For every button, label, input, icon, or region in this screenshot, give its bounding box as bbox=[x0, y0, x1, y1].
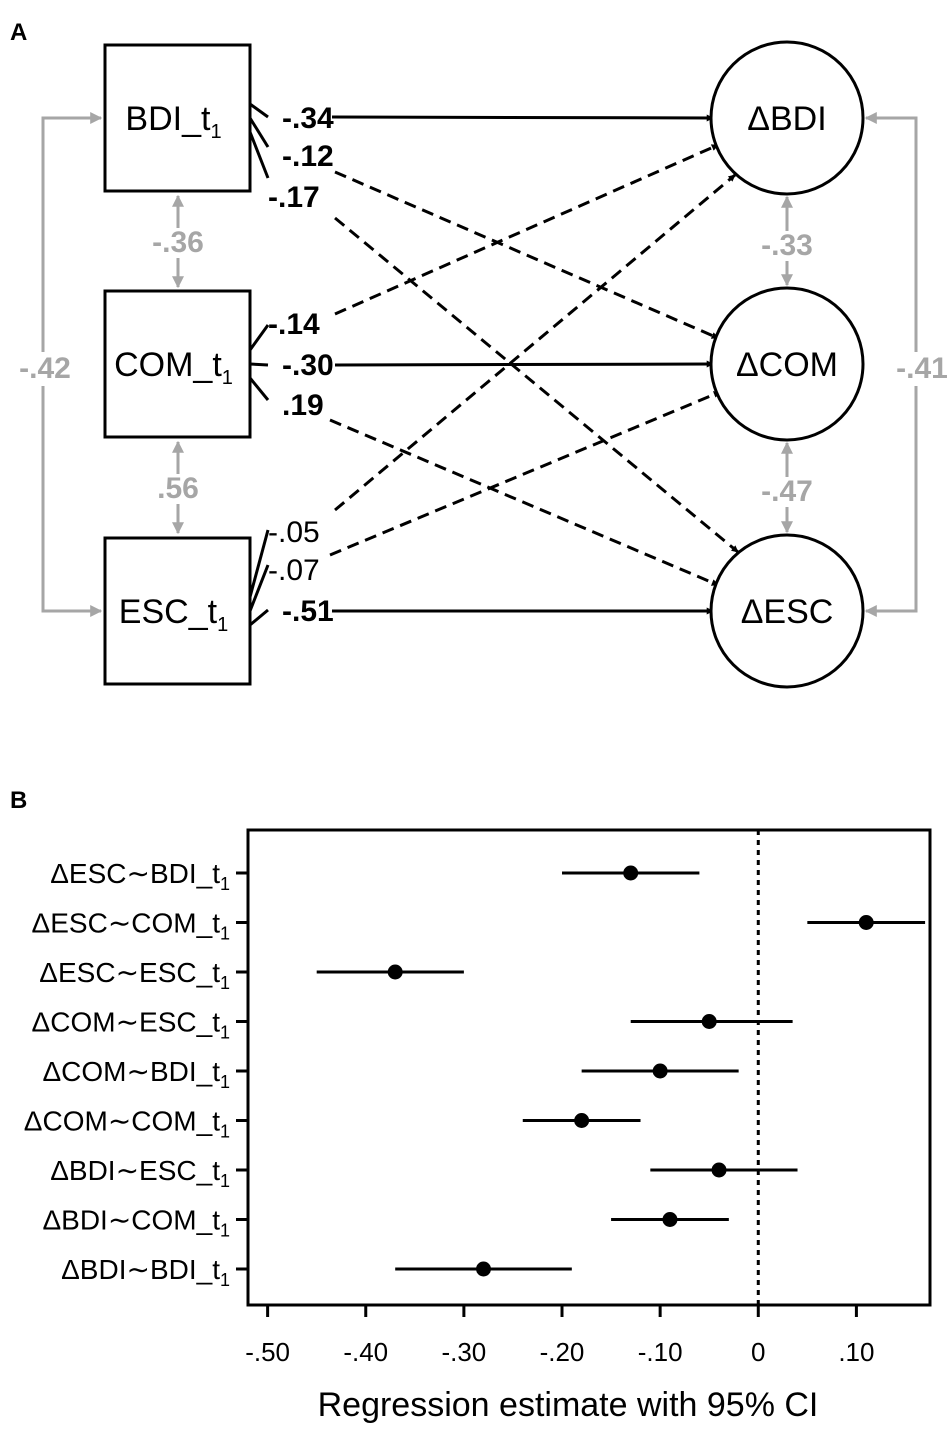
estimate-point bbox=[701, 1014, 717, 1029]
path-stub bbox=[248, 131, 270, 179]
outcome-label-dcom: ΔCOM bbox=[736, 346, 838, 384]
row-label: ΔESC∼BDI_t1 bbox=[50, 858, 230, 894]
covariance-label-bg bbox=[890, 352, 950, 386]
x-tick-label: .10 bbox=[838, 1337, 874, 1367]
estimate-point bbox=[623, 865, 639, 881]
path-coefficient-com-dcom: -.30 bbox=[282, 349, 334, 382]
estimate-point bbox=[387, 964, 403, 980]
x-tick-label: -.40 bbox=[343, 1337, 388, 1367]
predictor-box-bdi bbox=[103, 43, 252, 193]
path-stub bbox=[248, 117, 270, 148]
covariance-value-bdi-com: -.36 bbox=[152, 226, 204, 259]
row-label: ΔCOM∼BDI_t1 bbox=[42, 1056, 230, 1092]
path-stub bbox=[248, 529, 270, 598]
path-stub bbox=[249, 362, 269, 367]
row-label: ΔBDI∼ESC_t1 bbox=[50, 1155, 230, 1191]
path-stub bbox=[249, 608, 269, 627]
x-axis-title: Regression estimate with 95% CI bbox=[318, 1386, 819, 1424]
outcome-circle-dbdi bbox=[709, 40, 865, 196]
path-coefficient-com-desc: .19 bbox=[282, 389, 324, 422]
predictor-box-esc bbox=[103, 536, 252, 686]
path-arrow-com-dbdi bbox=[334, 143, 719, 316]
outcome-circle-desc bbox=[709, 533, 865, 689]
path-stub bbox=[249, 102, 269, 119]
row-label: ΔBDI∼COM_t1 bbox=[42, 1205, 230, 1241]
row-label: ΔBDI∼BDI_t1 bbox=[61, 1254, 230, 1290]
row-label: ΔCOM∼COM_t1 bbox=[24, 1106, 230, 1142]
path-stub bbox=[248, 564, 270, 612]
path-coefficient-esc-dbdi: -.05 bbox=[268, 516, 320, 549]
covariance-value-com-esc: .56 bbox=[157, 472, 199, 505]
path-arrow-esc-dbdi bbox=[334, 173, 736, 512]
predictor-label-bdi: BDI_t1 bbox=[125, 100, 221, 143]
covariance-arrows: -.36 .56 -.42 -.33 -.47 -.41 bbox=[13, 112, 950, 617]
covariance-label-bg bbox=[755, 231, 819, 261]
estimate-point bbox=[711, 1162, 727, 1178]
predictor-box-com bbox=[103, 289, 252, 439]
path-arrow-bdi-dcom bbox=[334, 170, 719, 340]
path-coefficient-bdi-desc: -.17 bbox=[268, 181, 320, 214]
panel-b-label: B bbox=[10, 787, 27, 814]
x-tick-label: 0 bbox=[751, 1337, 765, 1367]
path-stub bbox=[248, 377, 270, 401]
covariance-value-dbdi-desc: -.41 bbox=[896, 352, 948, 385]
path-coefficient-esc-desc: -.51 bbox=[282, 595, 334, 628]
path-coefficients: -.34 -.12 -.17 -.14 -.30 .19 -.05 -.07 -.51 bbox=[268, 102, 334, 628]
predictor-label-esc: ESC_t1 bbox=[119, 593, 228, 636]
x-tick-label: -.50 bbox=[245, 1337, 290, 1367]
covariance-label-bg bbox=[146, 228, 210, 258]
covariance-value-bdi-esc: -.42 bbox=[19, 352, 71, 385]
path-arrow-com-desc bbox=[329, 418, 719, 587]
estimate-point bbox=[858, 915, 874, 930]
covariance-value-dbdi-dcom: -.33 bbox=[761, 229, 813, 262]
covariance-label-bg bbox=[755, 477, 819, 507]
path-coefficient-esc-dcom: -.07 bbox=[268, 554, 320, 587]
row-label: ΔCOM∼ESC_t1 bbox=[32, 1007, 230, 1043]
path-coefficient-bdi-dbdi: -.34 bbox=[282, 102, 334, 135]
path-arrow-bdi-desc bbox=[334, 216, 739, 554]
outcome-circle-dcom bbox=[709, 286, 865, 442]
path-stub bbox=[248, 324, 270, 351]
covariance-label-bg bbox=[13, 352, 77, 386]
estimate-point bbox=[652, 1063, 668, 1079]
path-arrow-bdi-dbdi bbox=[331, 114, 714, 122]
outcome-label-dbdi: ΔBDI bbox=[747, 100, 826, 138]
plot-frame bbox=[246, 828, 932, 1307]
panel-a-label: A bbox=[10, 19, 27, 46]
path-coefficient-bdi-dcom: -.12 bbox=[282, 140, 334, 173]
regression-paths bbox=[248, 102, 739, 627]
path-coefficient-com-dbdi: -.14 bbox=[268, 308, 320, 341]
covariance-label-bg bbox=[146, 474, 210, 504]
x-tick-label: -.10 bbox=[638, 1337, 683, 1367]
row-label: ΔESC∼COM_t1 bbox=[32, 908, 230, 944]
path-arrow-com-dcom bbox=[334, 360, 714, 368]
covariance-value-dcom-desc: -.47 bbox=[761, 475, 813, 508]
outcome-label-desc: ΔESC bbox=[741, 593, 834, 631]
x-tick-label: -.20 bbox=[540, 1337, 585, 1367]
x-tick-label: -.30 bbox=[441, 1337, 486, 1367]
estimate-point bbox=[574, 1113, 590, 1128]
estimate-point bbox=[476, 1261, 492, 1277]
predictor-label-com: COM_t1 bbox=[114, 346, 233, 389]
path-arrow-esc-dcom bbox=[329, 390, 721, 557]
row-label: ΔESC∼ESC_t1 bbox=[39, 957, 230, 993]
estimate-point bbox=[662, 1212, 678, 1227]
